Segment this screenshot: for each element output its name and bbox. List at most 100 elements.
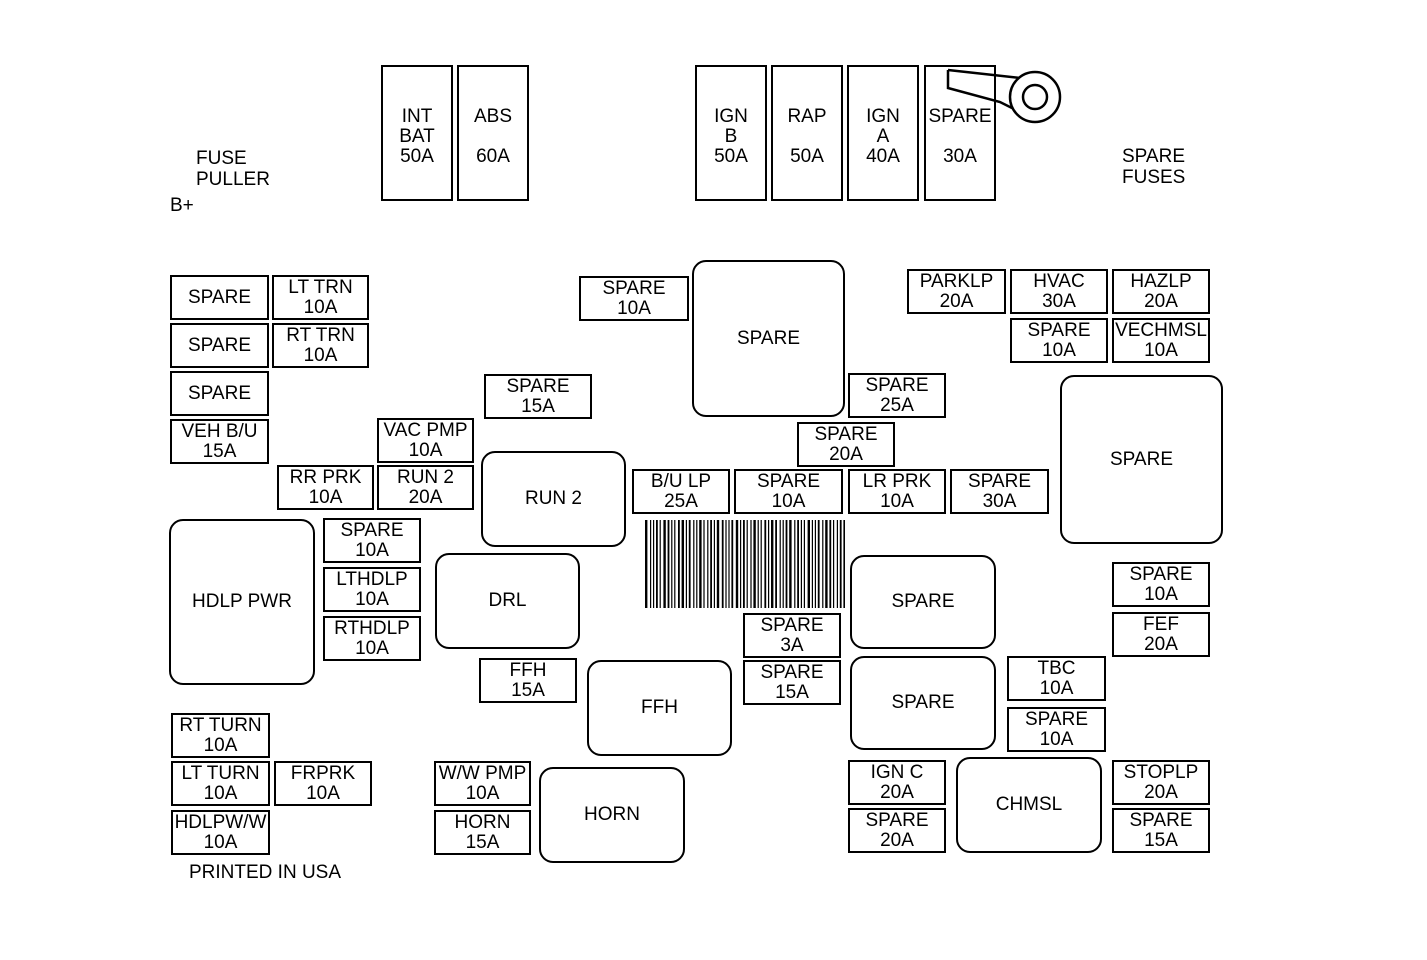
relay-chmsl: CHMSL: [956, 757, 1102, 853]
barcode-bar: [839, 520, 842, 608]
barcode-bar: [811, 520, 813, 608]
barcode-bar: [699, 520, 702, 608]
fuse-rt-turn: RT TURN 10A: [171, 713, 270, 758]
relay-spare-large-right: SPARE: [1060, 375, 1223, 544]
fuse-spare-left-1: SPARE: [170, 275, 269, 320]
fuse-tbc: TBC 10A: [1007, 656, 1106, 701]
fuse-puller-label: FUSE PULLER: [196, 148, 270, 190]
fuse-spare-20a-center: SPARE 20A: [797, 422, 895, 467]
barcode-bar: [768, 520, 770, 608]
barcode-bar: [710, 520, 712, 608]
barcode-bar: [688, 520, 691, 608]
relay-spare-large-center: SPARE: [692, 260, 845, 417]
barcode-bar: [667, 520, 670, 608]
barcode-bar: [779, 520, 781, 608]
barcode-bar: [656, 520, 658, 608]
fuse-fef: FEF 20A: [1112, 612, 1210, 657]
barcode-bar: [703, 520, 705, 608]
fuse-spare-20a-lower: SPARE 20A: [848, 808, 946, 853]
fuse-veh-bu: VEH B/U 15A: [170, 419, 269, 464]
barcode-bar: [678, 520, 680, 608]
fuse-rap: RAP 50A: [771, 65, 843, 201]
barcode-bar: [713, 520, 715, 608]
barcode-bar: [800, 520, 802, 608]
fuse-spare-15a-mid: SPARE 15A: [484, 374, 592, 419]
fuse-vechmsl: VECHMSL 10A: [1112, 318, 1210, 363]
fuse-bu-lp: B/U LP 25A: [632, 469, 730, 514]
fuse-ww-pmp: W/W PMP 10A: [434, 761, 531, 806]
barcode-bar: [789, 520, 792, 608]
relay-ffh: FFH: [587, 660, 732, 756]
fuse-rthdlp: RTHDLP 10A: [323, 616, 421, 661]
barcode-bar: [825, 520, 828, 608]
barcode-bar: [822, 520, 824, 608]
barcode-bar: [731, 520, 734, 608]
barcode-bar: [728, 520, 730, 608]
barcode-bar: [645, 520, 648, 608]
barcode-bar: [775, 520, 777, 608]
fuse-hvac: HVAC 30A: [1010, 269, 1108, 314]
fuse-lr-prk: LR PRK 10A: [848, 469, 946, 514]
fuse-spare-10a-left: SPARE 10A: [323, 518, 421, 563]
fuse-spare-10a-center: SPARE 10A: [734, 469, 843, 514]
barcode-bar: [743, 520, 745, 608]
barcode-bar: [757, 520, 759, 608]
fuse-stoplp: STOPLP 20A: [1112, 760, 1210, 805]
relay-run-2: RUN 2: [481, 451, 626, 547]
barcode-bar: [829, 520, 832, 608]
fuse-spare-left-3: SPARE: [170, 371, 269, 416]
fuse-frprk: FRPRK 10A: [274, 761, 372, 806]
barcode-bar: [764, 520, 767, 608]
barcode-bar: [674, 520, 676, 608]
fuse-rt-trn: RT TRN 10A: [272, 323, 369, 368]
fuse-abs: ABS 60A: [457, 65, 529, 201]
barcode-bar: [833, 520, 835, 608]
fuse-spare-10a-upper-right: SPARE 10A: [1010, 318, 1108, 363]
relay-horn: HORN: [539, 767, 685, 863]
barcode-bar: [716, 520, 720, 608]
fuse-spare-25a: SPARE 25A: [848, 373, 946, 418]
barcode-bar: [721, 520, 724, 608]
barcode-bar: [817, 520, 820, 608]
barcode-bar: [735, 520, 739, 608]
fuse-run-2: RUN 2 20A: [377, 465, 474, 510]
fuse-rr-prk: RR PRK 10A: [277, 465, 374, 510]
fuse-spare-15a-lower-right: SPARE 15A: [1112, 808, 1210, 853]
barcode-bar: [671, 520, 673, 608]
fuse-hdlpw-w: HDLPW/W 10A: [171, 810, 270, 855]
relay-hdlp-pwr: HDLP PWR: [169, 519, 315, 685]
barcode-bar: [650, 520, 652, 608]
barcode-bar: [807, 520, 810, 608]
barcode-bar: [681, 520, 684, 608]
fuse-spare-30a-top: SPARE 30A: [924, 65, 996, 201]
fuse-parklp: PARKLP 20A: [907, 269, 1006, 314]
printed-in-usa-label: PRINTED IN USA: [189, 862, 342, 883]
barcode-bar: [753, 520, 756, 608]
barcode-bar: [685, 520, 687, 608]
barcode-bar: [750, 520, 752, 608]
fuse-ign-b: IGN B 50A: [695, 65, 767, 201]
fuse-hazlp: HAZLP 20A: [1112, 269, 1210, 314]
fuse-spare-10a-right: SPARE 10A: [1112, 562, 1210, 607]
barcode-bar: [836, 520, 838, 608]
barcode-bar: [785, 520, 788, 608]
barcode-bar: [740, 520, 742, 608]
fuse-lt-turn: LT TURN 10A: [171, 761, 270, 806]
barcode-bar: [653, 520, 655, 608]
fuse-ign-a: IGN A 40A: [847, 65, 919, 201]
barcode-bar: [803, 520, 805, 608]
fuse-vac-pmp: VAC PMP 10A: [377, 418, 474, 463]
barcode-bar: [760, 520, 762, 608]
barcode-bar: [797, 520, 799, 608]
fuse-ffh: FFH 15A: [479, 658, 577, 703]
barcode-bar: [693, 520, 695, 608]
barcode-bar: [707, 520, 709, 608]
barcode-bar: [696, 520, 698, 608]
fuse-int-bat: INT BAT 50A: [381, 65, 453, 201]
fuse-spare-3a: SPARE 3A: [743, 613, 841, 658]
fuse-lthdlp: LTHDLP 10A: [323, 567, 421, 612]
b-plus-label: B+: [170, 195, 194, 216]
fuse-spare-10a-upper: SPARE 10A: [579, 276, 689, 321]
barcode-bar: [725, 520, 727, 608]
barcode-bar: [843, 520, 845, 608]
